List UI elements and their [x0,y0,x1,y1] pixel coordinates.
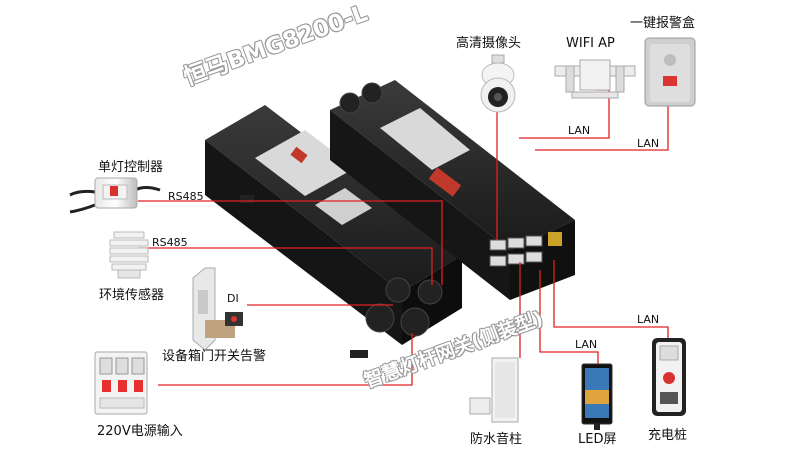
door-alarm-image [192,267,243,351]
single-lamp-controller-label: 单灯控制器 [98,160,164,175]
alarm-box-image [644,37,696,107]
speaker-label: 防水音柱 [470,432,523,447]
led-lan-line [539,270,599,365]
charger-image [652,338,686,416]
env-sensor-image [109,231,149,279]
door-alarm-label: 设备箱门开关告警 [162,349,267,364]
alarm-lan-line [535,100,669,151]
breaker-image [94,351,148,415]
led-screen-image [581,363,613,430]
rs485-line-2 [138,247,433,285]
power-line [158,333,413,386]
lan-label-alarm: LAN [637,137,660,150]
gateway-left [205,105,462,358]
alarm-box-label: 一键报警盒 [630,16,696,31]
wifi-ap-image [554,59,636,99]
gateway-right [330,80,575,300]
rs485-line-1 [138,200,443,285]
rs485-label-2: RS485 [152,236,188,249]
led-screen-label: LED屏 [578,432,617,447]
rs485-label-1: RS485 [168,190,204,203]
wifi-ap-label: WIFI AP [566,36,615,51]
single-lamp-controller-image [69,177,161,214]
lan-label-led: LAN [575,338,598,351]
lan-label-charger: LAN [637,313,660,326]
charger-label: 充电桩 [648,428,688,443]
di-label: DI [227,292,239,305]
power-input-label: 220V电源输入 [97,424,183,439]
charger-lan-line [553,260,669,340]
hd-camera-label: 高清摄像头 [456,36,522,51]
speaker-image [469,357,519,423]
lan-label-wifi: LAN [568,124,591,137]
hd-camera-image [480,54,516,113]
env-sensor-label: 环境传感器 [99,288,165,303]
